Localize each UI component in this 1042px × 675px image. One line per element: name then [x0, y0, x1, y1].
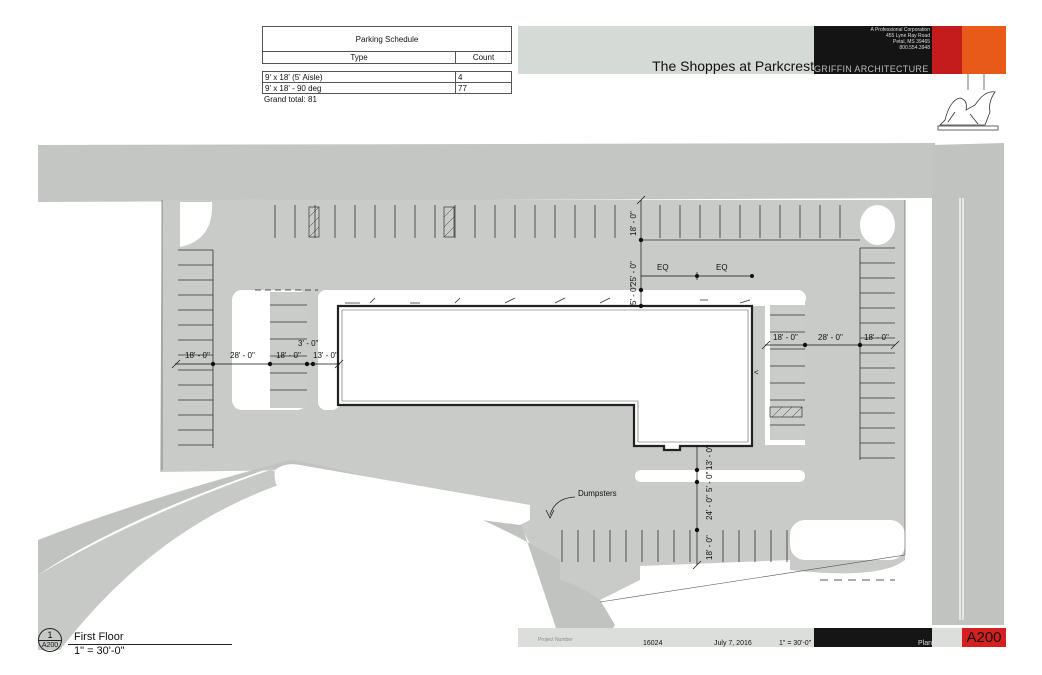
island-right: [860, 205, 895, 245]
stalls-island-left: [270, 304, 307, 391]
schedule-col-count: Count: [472, 53, 495, 62]
dumpster-arrowhead: [545, 509, 555, 519]
parking-schedule: Parking Schedule Type Count 9' x 18' (5'…: [262, 26, 512, 104]
schedule-row: 9' x 18' - 90 deg 77: [262, 83, 512, 94]
dumpsters-label: Dumpsters: [578, 489, 617, 498]
dim-13-left: 13' - 0": [313, 351, 338, 360]
accessible-stall-1-hatch: [308, 206, 320, 238]
stalls-right-island: [770, 314, 805, 426]
firm-address-line: A Professional Corporation: [870, 27, 930, 33]
island-left-inner: [270, 292, 307, 408]
griffin-logo: [937, 91, 999, 131]
dim-dots-bottom: [694, 467, 700, 533]
island-right-lower-inner: [770, 305, 805, 440]
firm-address-line: Petal, MS 39465: [893, 39, 930, 45]
dim-18-bottom: 18' - 0": [705, 535, 714, 560]
dim-dots-eq: [695, 274, 754, 278]
schedule-row-type: 9' x 18' (5' Aisle): [263, 72, 456, 82]
median-bottom: [635, 470, 805, 482]
dimension-string-right: [761, 340, 900, 350]
accessible-stall-2: [443, 206, 455, 238]
island-bottom-left: [274, 464, 530, 525]
project-number: 16024: [643, 640, 663, 647]
access-road: [38, 460, 615, 640]
schedule-row: 9' x 18' (5' Aisle) 4: [262, 72, 512, 83]
firm-name: GRIFFIN ARCHITECTURE: [814, 64, 929, 74]
dim-18-right-inner: 18' - 0": [773, 333, 798, 342]
firm-address: A Professional Corporation 455 Lyne Ray …: [816, 27, 930, 51]
sidewalk-left: [318, 290, 340, 410]
bottom-black-block: [814, 628, 932, 647]
drawing-scale: 1" = 30'-0": [779, 640, 812, 647]
dim-18-right: 18' - 0": [864, 333, 889, 342]
view-sheet-ref: A200: [41, 642, 59, 649]
accessible-stall-1: [308, 206, 320, 238]
building-inner-line: [341, 309, 749, 443]
firm-address-line: 455 Lyne Ray Road: [885, 33, 930, 39]
schedule-col-type: Type: [263, 52, 456, 63]
schedule-header: Type Count: [262, 52, 512, 64]
island-bottom-right: [790, 520, 905, 560]
title-orange-block: [962, 26, 1006, 74]
dim-5-top: 5' - 0": [629, 284, 638, 305]
sheet-number: A200: [962, 628, 1006, 647]
schedule-row-count: 4: [458, 72, 463, 82]
sidewalk-top: [318, 290, 806, 306]
dim-28-right: 28' - 0": [818, 333, 843, 342]
accessible-stall-2-hatch: [443, 206, 455, 238]
dimension-string-bottom: [692, 446, 702, 570]
island-top-left: [180, 202, 213, 247]
stalls-bottom: [561, 530, 788, 562]
dim-dots-left: [210, 361, 316, 367]
schedule-row-count: 77: [458, 83, 467, 93]
sheet-name: Plan: [918, 640, 933, 647]
title-band: [518, 26, 815, 74]
access-road-shoulder: [38, 470, 300, 650]
door-mark: <: [754, 368, 759, 377]
accessible-stall-3-hatch: [771, 406, 803, 418]
firm-strip: [814, 26, 932, 74]
view-number: 1: [47, 630, 53, 640]
accessible-stall-3: [769, 406, 803, 418]
firm-address-line: 800.554.3948: [899, 45, 930, 51]
dim-25-top: 25' - 0": [629, 261, 638, 286]
stalls-top: [274, 205, 860, 241]
view-name: First Floor: [74, 631, 124, 643]
stalls-left: [178, 249, 214, 448]
project-number-label: Project Number: [538, 637, 573, 643]
project-title: The Shoppes at Parkcrest: [652, 58, 814, 74]
dim-dots-right: [802, 342, 863, 348]
schedule-rows: 9' x 18' (5' Aisle) 4 9' x 18' - 90 deg …: [262, 71, 512, 94]
top-road: [38, 143, 935, 202]
eq-left-label: EQ: [657, 263, 669, 272]
dim-13-bottom: 13' - 0": [705, 445, 714, 470]
view-scale: 1" = 30'-0": [74, 645, 125, 657]
title-red-block: [932, 26, 962, 74]
lot-outline: [161, 200, 906, 603]
view-title-line: [68, 644, 232, 645]
dim-24-bottom: 24' - 0": [705, 495, 714, 520]
dim-28-left: 28' - 0": [230, 351, 255, 360]
schedule-grand-total: Grand total: 81: [264, 94, 317, 104]
view-callout-divider: [38, 640, 62, 641]
dim-dots-top: [638, 237, 644, 309]
drawing-date: July 7, 2016: [714, 640, 752, 647]
dim-18-top: 18' - 0": [629, 211, 638, 236]
dim-18-inner-left: 18' - 0": [276, 351, 301, 360]
schedule-title: Parking Schedule: [262, 26, 512, 52]
schedule-row-type: 9' x 18' - 90 deg: [263, 83, 456, 93]
storefront-marks: [345, 297, 751, 304]
dumpster-arrow: [549, 496, 576, 516]
dim-18-left: 18' - 0": [185, 351, 210, 360]
dim-3: 3' - 0": [298, 339, 319, 348]
eq-right-label: EQ: [716, 263, 728, 272]
dim-5-bottom: 5' - 0": [705, 471, 714, 492]
building-footprint: [336, 304, 754, 452]
stalls-right: [859, 247, 895, 460]
right-road: [932, 143, 1004, 625]
